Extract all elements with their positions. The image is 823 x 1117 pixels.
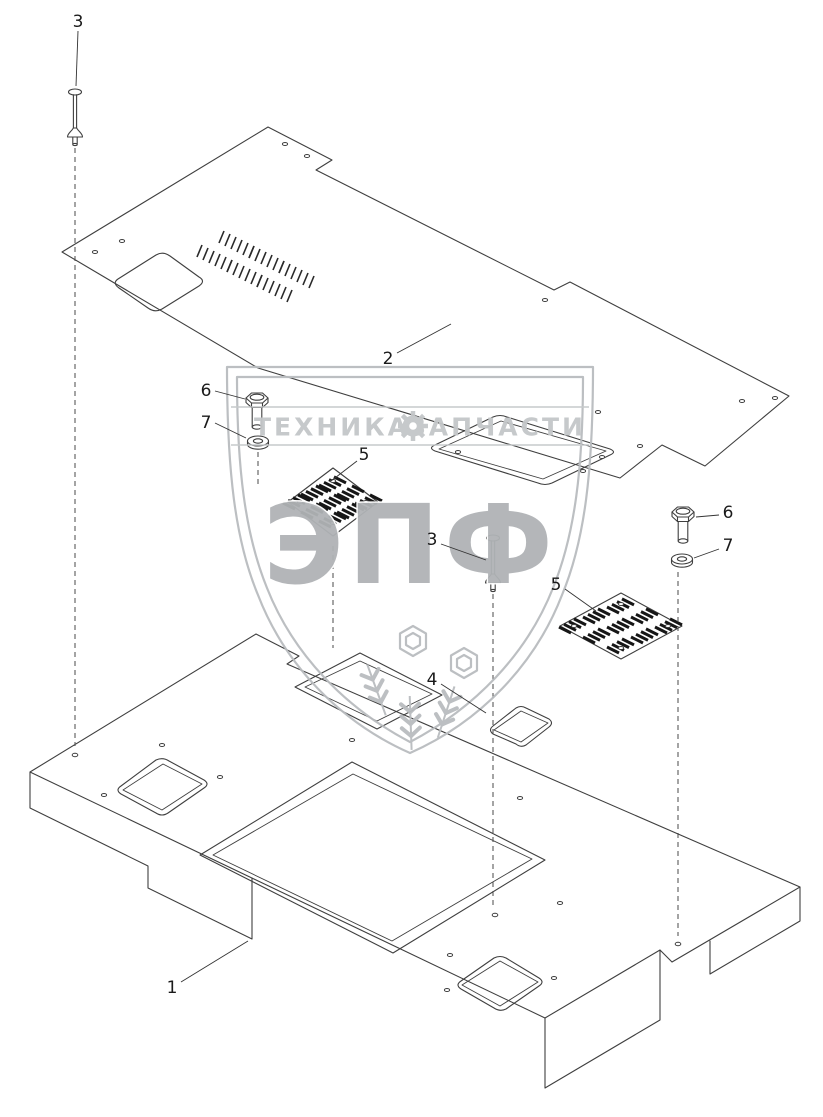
gasket xyxy=(489,705,553,747)
base-panel-right-flange xyxy=(709,886,801,975)
callouts: 3 2 6 7 5 3 6 7 5 4 1 xyxy=(73,12,734,998)
callout-leader-washer-right xyxy=(693,548,720,559)
callout-leader-pin-top xyxy=(75,30,79,87)
base-panel-outline xyxy=(29,633,801,1019)
bolt-right xyxy=(671,506,695,544)
callout-leader-gasket xyxy=(440,683,487,714)
callout-label-pin-mid: 3 xyxy=(427,530,438,550)
watermark-shield-outer xyxy=(225,365,595,755)
top-panel xyxy=(61,126,790,486)
callout-label-bolt-right: 6 xyxy=(723,503,734,523)
callout-leader-bolt-right xyxy=(695,514,720,518)
callout-label-top-panel: 2 xyxy=(383,349,394,369)
assembly-axes xyxy=(74,148,679,936)
callout-leader-base-panel xyxy=(180,940,249,983)
callout-leader-pin-mid xyxy=(440,543,487,561)
callout-leader-washer-left xyxy=(214,422,247,439)
base-panel-opening-bottom xyxy=(443,955,558,1011)
base-panel-main-opening xyxy=(199,761,546,954)
top-panel-holes xyxy=(91,142,779,448)
base-panel-opening-upper-left xyxy=(100,758,224,816)
base-panel-holes xyxy=(71,738,682,957)
watermark-monogram: ЭПФ xyxy=(263,481,557,609)
callout-label-pin-top: 3 xyxy=(73,12,84,32)
callout-leader-top-panel xyxy=(396,323,452,354)
vent-hatch xyxy=(196,230,315,303)
grille-plate-right xyxy=(557,592,684,660)
callout-label-gasket: 4 xyxy=(427,670,438,690)
callout-label-grille-right: 5 xyxy=(551,575,562,595)
top-panel-cutout xyxy=(114,252,204,312)
top-panel-outline xyxy=(61,126,790,479)
callout-leader-grille-right xyxy=(564,588,597,612)
watermark: ТЕХНИКА ЗАПЧАСТИ ЭПФ xyxy=(225,365,595,755)
base-panel xyxy=(29,633,801,1089)
callout-leader-bolt-left xyxy=(214,390,246,400)
callout-label-base-panel: 1 xyxy=(167,978,178,998)
watermark-wheat xyxy=(356,624,479,750)
callout-label-washer-left: 7 xyxy=(201,413,212,433)
watermark-band-right: ЗАПЧАСТИ xyxy=(408,413,586,442)
base-panel-front-flange xyxy=(544,949,661,1089)
top-panel-grille-opening xyxy=(430,414,615,486)
watermark-band-left: ТЕХНИКА xyxy=(254,413,410,442)
pin-top xyxy=(66,88,84,147)
callout-label-washer-right: 7 xyxy=(723,536,734,556)
callout-leader-grille-left xyxy=(330,460,358,482)
watermark-shield-inner xyxy=(235,375,585,744)
callout-label-bolt-left: 6 xyxy=(201,381,212,401)
base-panel-left-flange xyxy=(29,771,253,940)
washer-right xyxy=(670,553,694,568)
callout-label-grille-left: 5 xyxy=(359,445,370,465)
base-panel-grille-opening xyxy=(294,652,443,730)
gear-icon xyxy=(398,411,428,441)
